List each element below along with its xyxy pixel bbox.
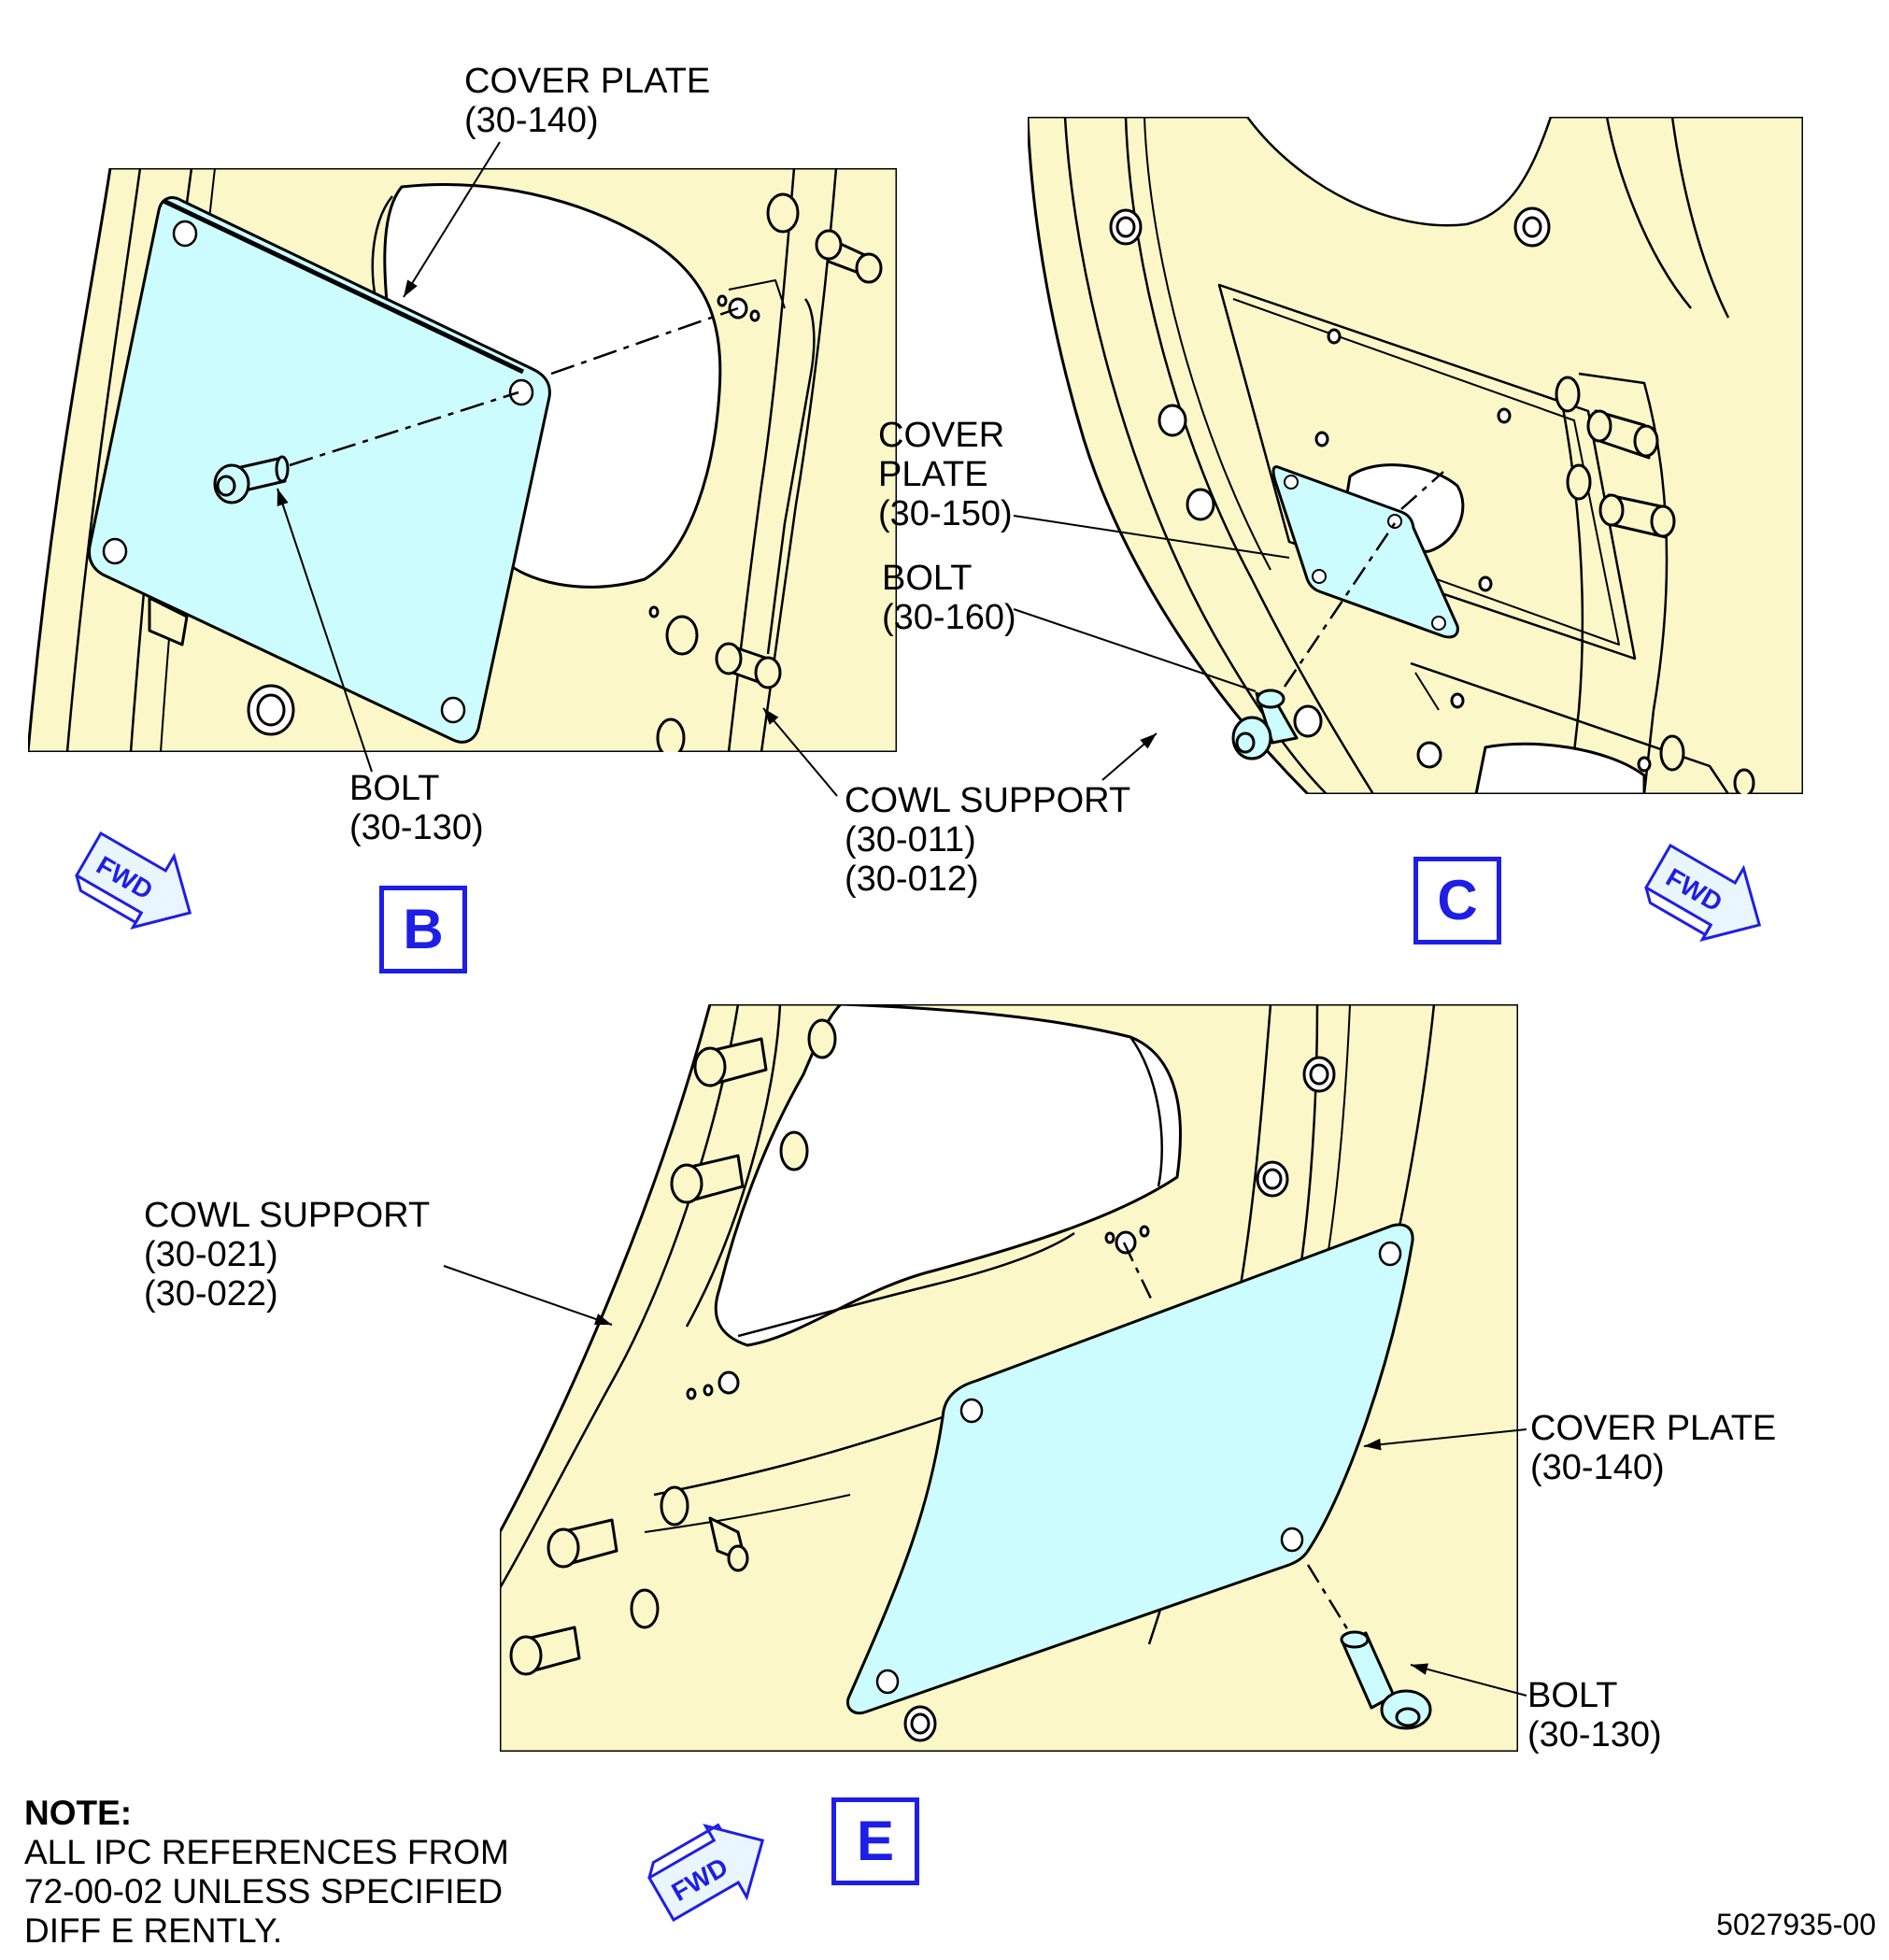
leader-cowl-support-b	[762, 707, 838, 797]
pad-c	[1217, 283, 1637, 660]
view-b-illustration	[28, 168, 897, 752]
stud-e-1	[693, 1018, 837, 1087]
bolt-b	[213, 455, 290, 504]
callout-cover-plate-e: COVER PLATE (30-140)	[1530, 1409, 1777, 1487]
leader-cover-plate-c	[1013, 515, 1290, 559]
leader-bolt-b	[277, 488, 373, 773]
leader-cowl-support-c	[1101, 732, 1158, 781]
callout-cowl-support-c: COWL SUPPORT (30-011) (30-012)	[845, 781, 1131, 899]
web-opening-e	[714, 1004, 1182, 1347]
callout-bolt-b: BOLT (30-130)	[349, 769, 484, 847]
cover-plate-e	[845, 1223, 1414, 1715]
view-c-illustration	[1028, 117, 1803, 794]
callout-cowl-support-e: COWL SUPPORT (30-021) (30-022)	[144, 1196, 431, 1314]
note-line: DIFF E RENTLY.	[24, 1911, 283, 1950]
view-label-e: E	[831, 1797, 919, 1885]
callout-bolt-c: BOLT (30-160)	[882, 559, 1016, 637]
leader-bolt-e	[1410, 1663, 1527, 1697]
leader-cowl-support-e	[443, 1265, 613, 1326]
bolt-c	[1231, 689, 1299, 760]
view-label-b: B	[379, 886, 467, 973]
stud-e-2	[670, 1130, 809, 1204]
bolt-e	[1340, 1630, 1432, 1730]
cover-plate-b	[88, 196, 551, 744]
fwd-arrow-c: FWD	[1643, 843, 1762, 942]
view-label-c: C	[1413, 857, 1501, 944]
cover-plate-c	[1271, 465, 1459, 639]
view-e-illustration	[500, 1004, 1518, 1752]
stud-c-1	[1555, 376, 1659, 460]
leader-cover-plate-e	[1363, 1428, 1527, 1451]
stud-c-2	[1566, 463, 1676, 539]
callout-cover-plate-b: COVER PLATE (30-140)	[464, 62, 711, 140]
leader-bolt-c	[1013, 608, 1257, 692]
fwd-arrow-b: FWD	[74, 831, 192, 930]
stud-b-2	[665, 615, 782, 689]
note-line: 72-00-02 UNLESS SPECIFIED	[24, 1872, 504, 1910]
figure-number: 5027935-00	[1716, 1908, 1876, 1941]
fwd-arrow-e: FWD	[646, 1823, 765, 1923]
stud-e-3	[547, 1485, 689, 1569]
stud-e-4	[708, 1516, 749, 1572]
stud-e-5	[509, 1588, 660, 1676]
callout-cover-plate-c: COVER PLATE (30-150)	[878, 416, 1013, 533]
note-block: NOTE: ALL IPC REFERENCES FROM 72-00-02 U…	[24, 1794, 509, 1951]
stud-b-1	[766, 192, 883, 284]
note-line: ALL IPC REFERENCES FROM	[24, 1833, 509, 1871]
note-heading: NOTE:	[24, 1794, 133, 1832]
callout-bolt-e: BOLT (30-130)	[1527, 1676, 1662, 1754]
leader-cover-plate-b	[403, 141, 501, 298]
